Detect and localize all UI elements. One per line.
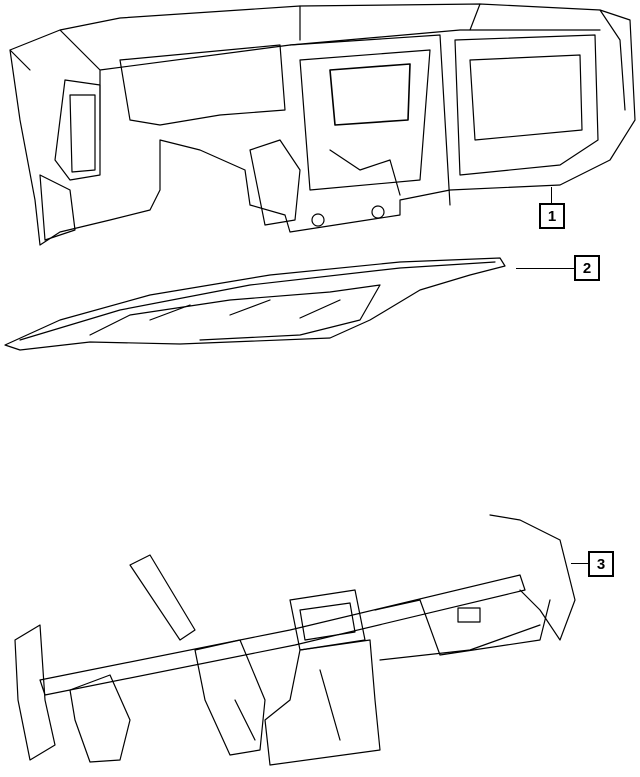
top-cover-drawing (4, 257, 506, 351)
callout-2-leader (516, 268, 574, 269)
callout-1: 1 (539, 203, 565, 229)
callout-3-leader (571, 563, 588, 564)
callout-1-leader (551, 187, 552, 203)
callout-3: 3 (588, 551, 614, 577)
callout-2: 2 (574, 255, 600, 281)
cross-car-beam-drawing (14, 514, 576, 766)
instrument-panel-drawing (9, 3, 636, 246)
